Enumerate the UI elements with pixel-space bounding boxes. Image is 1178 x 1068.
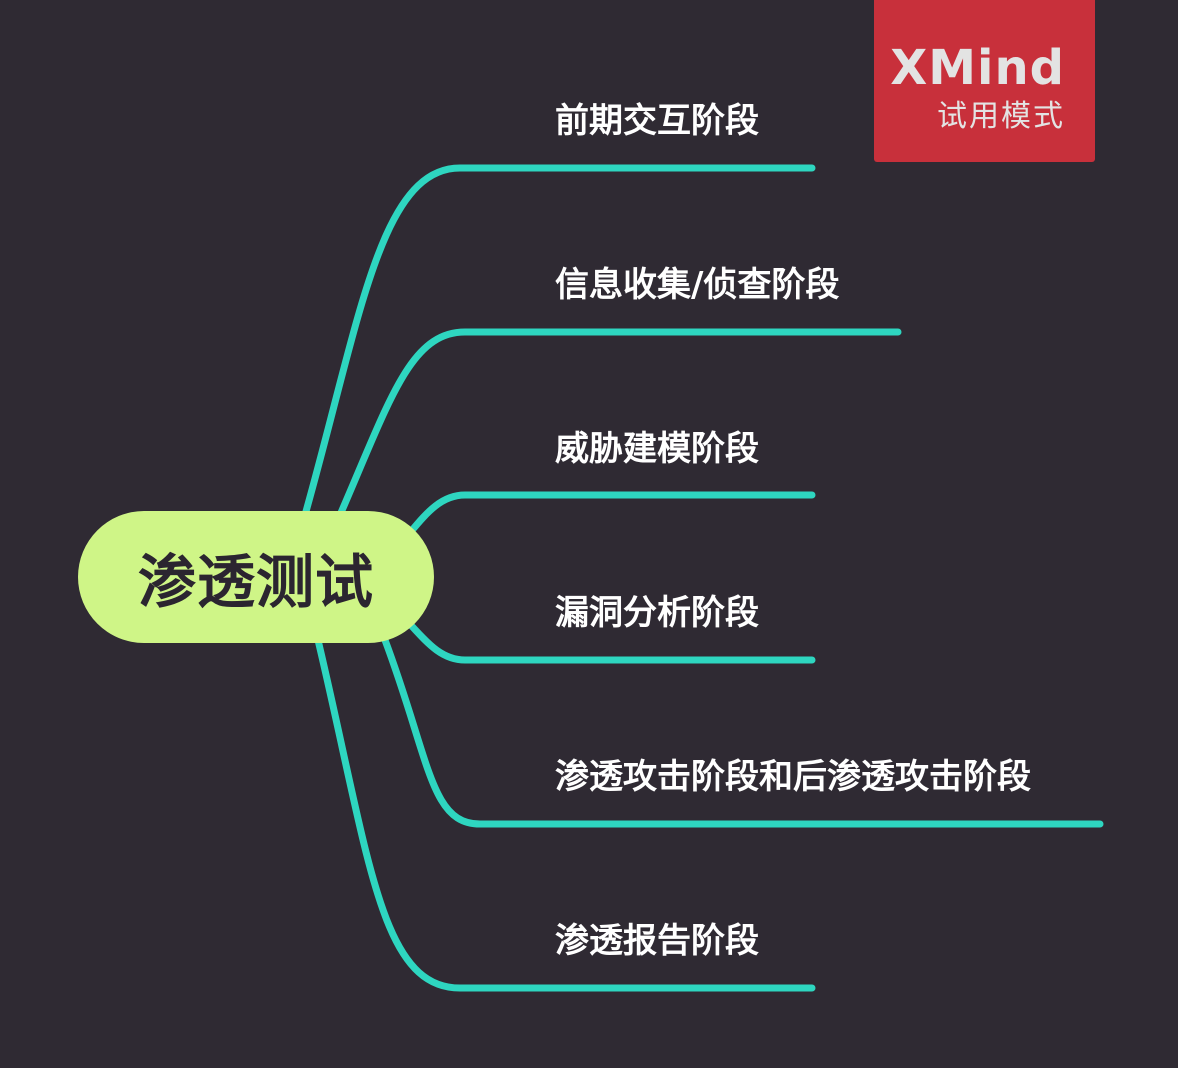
branch-topic-1[interactable]: 前期交互阶段 — [555, 101, 759, 141]
connector-branch-1 — [301, 164, 816, 519]
badge-title: XMind — [890, 40, 1065, 96]
connector-branch-3 — [404, 491, 816, 539]
connector-branch-6 — [314, 636, 816, 992]
badge-subtitle: 试用模式 — [937, 99, 1065, 134]
branch-topic-6[interactable]: 渗透报告阶段 — [555, 921, 759, 961]
branch-topic-3[interactable]: 威胁建模阶段 — [555, 429, 759, 469]
trial-mode-badge: XMind 试用模式 — [874, 0, 1095, 162]
connector-branch-4 — [404, 618, 816, 664]
root-topic[interactable]: 渗透测试 — [78, 511, 434, 643]
branch-topic-2[interactable]: 信息收集/侦查阶段 — [555, 265, 840, 305]
connector-branch-5 — [381, 636, 1104, 828]
branch-topic-4[interactable]: 漏洞分析阶段 — [555, 593, 759, 633]
connector-branch-2 — [336, 328, 902, 519]
branch-topic-5[interactable]: 渗透攻击阶段和后渗透攻击阶段 — [555, 757, 1031, 797]
root-topic-label: 渗透测试 — [137, 548, 374, 616]
